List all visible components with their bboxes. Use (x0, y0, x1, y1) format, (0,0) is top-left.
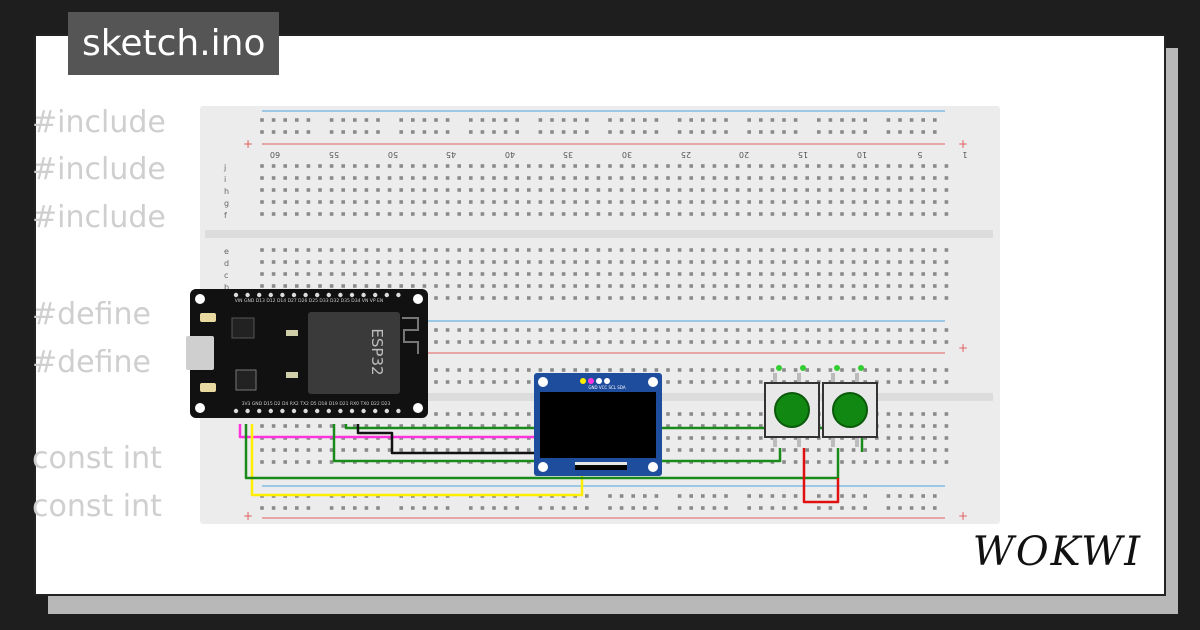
svg-text:+: + (243, 509, 253, 523)
code-line: #define (32, 297, 152, 332)
reset-button[interactable] (200, 383, 216, 392)
oled-pin (604, 378, 610, 384)
button-pin (834, 365, 840, 371)
button-pin (858, 365, 864, 371)
svg-text:+: + (243, 137, 253, 151)
push-button-2[interactable] (822, 365, 878, 447)
file-tab[interactable]: sketch.ino (68, 12, 280, 75)
code-line: #define (32, 345, 152, 380)
svg-text:+: + (958, 341, 968, 355)
code-line: #include (32, 200, 166, 235)
svg-text:+: + (958, 509, 968, 523)
mount-hole (648, 462, 658, 472)
column-number: 15 (798, 150, 808, 159)
row-letter: h (224, 187, 229, 196)
button-cap[interactable] (832, 392, 868, 428)
column-number: 25 (681, 150, 691, 159)
button-leg (831, 373, 835, 385)
wire-red (802, 448, 840, 504)
breadboard-divider (205, 230, 993, 238)
esp32-bottom-pin-labels: 3V3 GND D15 D2 D4 RX2 TX2 D5 D18 D19 D21… (242, 401, 391, 407)
code-line: #include (32, 152, 166, 187)
wire-green (244, 424, 840, 480)
push-button-1[interactable] (764, 365, 820, 447)
column-number: 10 (857, 150, 867, 159)
button-cap[interactable] (774, 392, 810, 428)
smd-component (286, 330, 298, 336)
column-number: 20 (739, 150, 749, 159)
column-number: 50 (388, 150, 398, 159)
wokwi-logo: WOKWI (972, 529, 1142, 575)
row-letter: c (224, 271, 228, 280)
boot-button[interactable] (200, 313, 216, 322)
oled-screen (540, 392, 656, 458)
oled-pin (580, 378, 586, 384)
mount-hole (648, 377, 658, 387)
antenna-trace (402, 317, 419, 354)
row-letter: j (223, 163, 226, 172)
button-leg (855, 435, 859, 447)
oled-ribbon (575, 462, 627, 470)
row-letter: e (224, 247, 229, 256)
oled-pin (588, 378, 594, 384)
usb-chip (235, 369, 257, 391)
mount-hole (538, 462, 548, 472)
esp32-label: ESP32 (368, 328, 386, 375)
column-number: 45 (446, 150, 456, 159)
column-number: 5 (917, 150, 922, 159)
button-leg (773, 435, 777, 447)
oled-pin-labels: GND VCC SCL SDA (588, 385, 625, 390)
oled-ribbon-edge (575, 462, 627, 465)
column-numbers: 60 55 50 45 40 35 30 25 20 15 10 5 1 (270, 150, 968, 159)
mount-hole (413, 294, 423, 304)
voltage-regulator (231, 317, 255, 339)
column-number: 40 (505, 150, 515, 159)
button-pin (776, 365, 782, 371)
button-leg (797, 435, 801, 447)
oled-display[interactable]: GND VCC SCL SDA (534, 373, 662, 476)
button-leg (773, 373, 777, 385)
smd-component (286, 372, 298, 378)
button-leg (855, 373, 859, 385)
mount-hole (538, 377, 548, 387)
oled-pin (596, 378, 602, 384)
button-pin (800, 365, 806, 371)
row-letter: f (224, 211, 227, 220)
code-line: const int (32, 489, 162, 524)
row-letter: g (224, 199, 229, 208)
column-number: 60 (270, 150, 280, 159)
row-letter: d (224, 259, 229, 268)
mount-hole (413, 403, 423, 413)
esp32-pins (233, 292, 401, 414)
column-number: 1 (962, 150, 967, 159)
column-number: 30 (622, 150, 632, 159)
button-leg (797, 373, 801, 385)
esp32-top-pin-labels: VIN GND D13 D12 D14 D27 D26 D25 D33 D32 … (235, 298, 383, 304)
row-letter: i (224, 175, 226, 184)
usb-port (186, 336, 214, 370)
mount-hole (195, 403, 205, 413)
row-letter: b (224, 283, 229, 292)
esp32-module (308, 312, 400, 394)
column-number: 35 (563, 150, 573, 159)
code-line: const int (32, 441, 162, 476)
svg-text:+: + (958, 137, 968, 151)
rail-signs: + + + + + (243, 137, 968, 523)
button-leg (831, 435, 835, 447)
mount-hole (195, 294, 205, 304)
esp32-board[interactable]: ESP32 VIN GND D13 D12 D14 D27 D26 D25 D3… (186, 289, 428, 418)
column-number: 55 (329, 150, 339, 159)
code-line: #include (32, 105, 166, 140)
